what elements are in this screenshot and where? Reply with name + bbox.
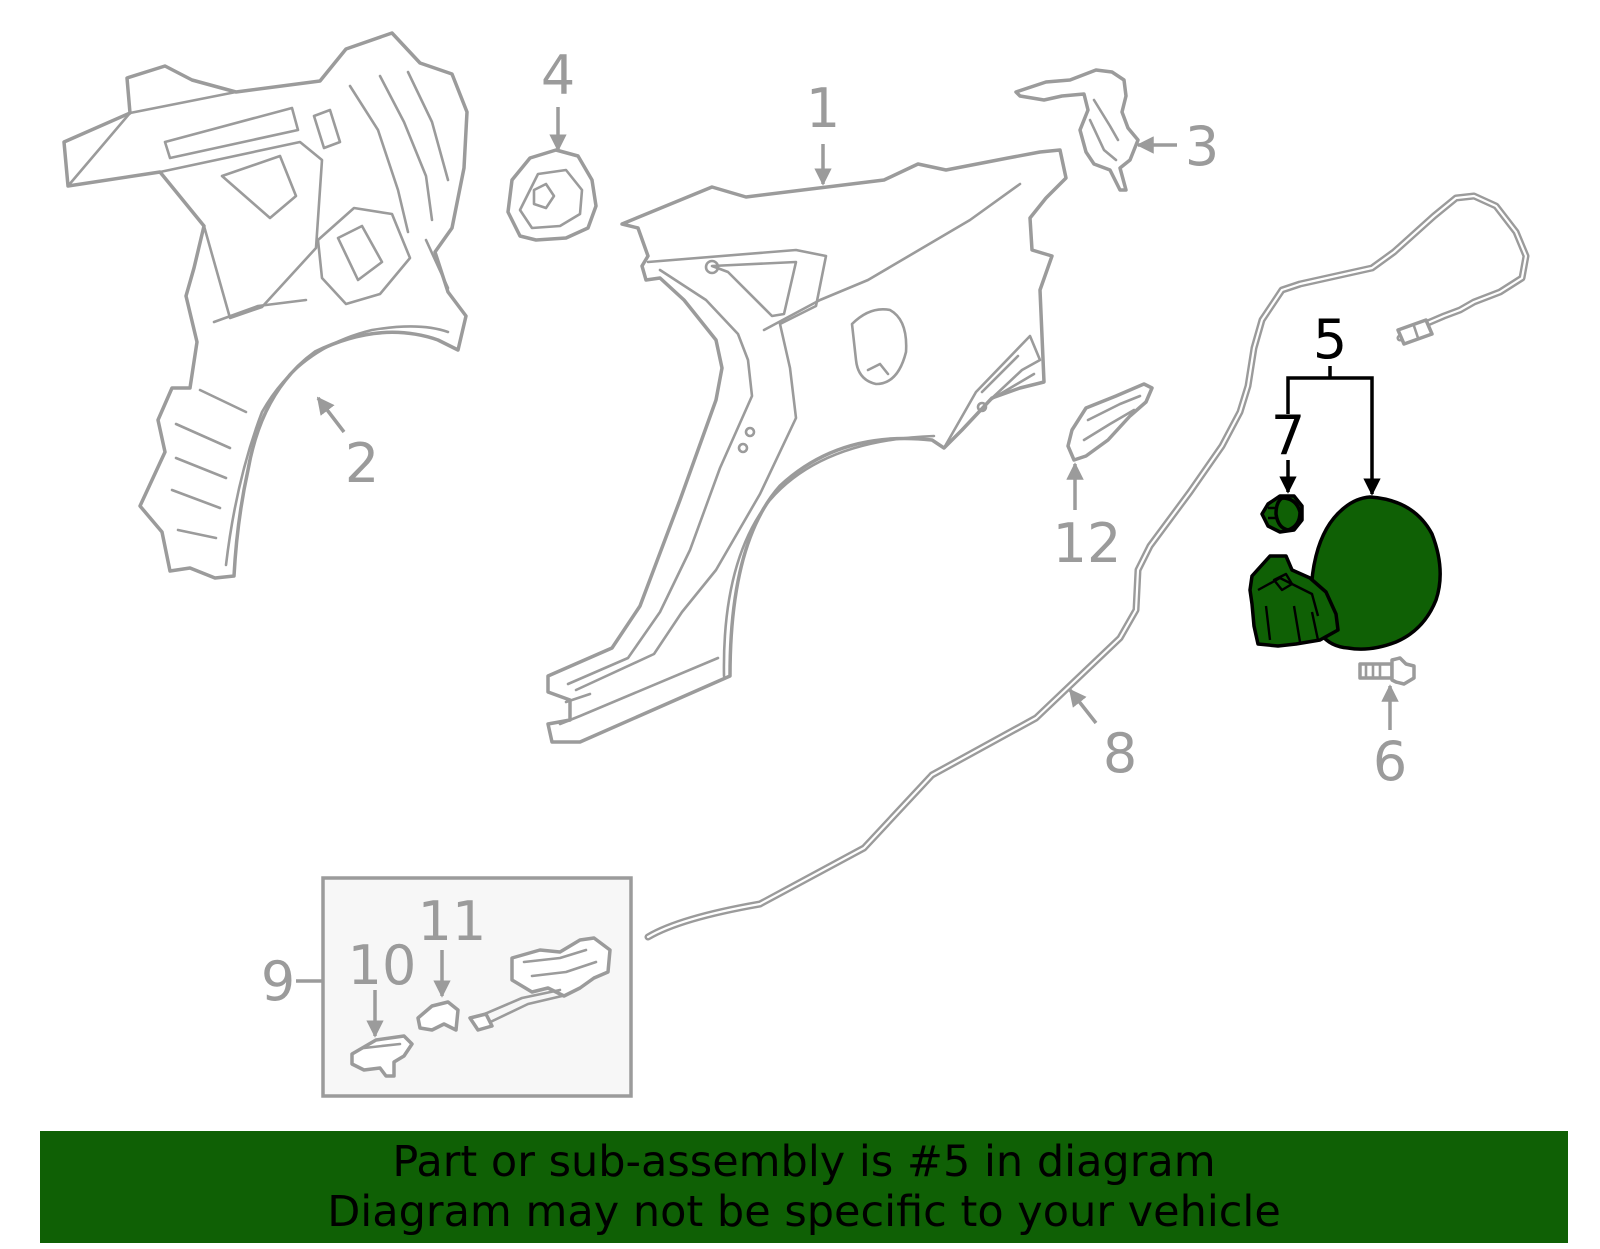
- part-6-bolt[interactable]: [1358, 656, 1416, 686]
- part-3-bracket[interactable]: [1014, 68, 1140, 192]
- part-9-subassembly[interactable]: [321, 876, 633, 1098]
- callout-1: 1: [806, 77, 840, 140]
- callout-5: 5: [1313, 308, 1347, 371]
- part-2-inner-panel[interactable]: [62, 31, 469, 580]
- info-banner: Part or sub-assembly is #5 in diagram Di…: [40, 1131, 1568, 1243]
- part-7-clip[interactable]: [1260, 494, 1304, 534]
- callout-4: 4: [541, 44, 575, 107]
- banner-line-2: Diagram may not be specific to your vehi…: [327, 1187, 1281, 1237]
- part-8-release-cable[interactable]: [644, 192, 1530, 941]
- banner-line-1: Part or sub-assembly is #5 in diagram: [392, 1137, 1216, 1187]
- part-5-fuel-door-assembly[interactable]: [1248, 495, 1442, 651]
- callout-3: 3: [1185, 115, 1219, 178]
- part-12-bracket[interactable]: [1066, 382, 1154, 462]
- callout-9: 9: [261, 950, 295, 1013]
- part-1-quarter-panel[interactable]: [546, 148, 1068, 744]
- callout-2: 2: [345, 432, 379, 495]
- callout-11: 11: [418, 890, 487, 953]
- callout-6: 6: [1373, 730, 1407, 793]
- callout-10: 10: [348, 934, 417, 997]
- part-4-filler-housing[interactable]: [506, 148, 598, 242]
- callout-7: 7: [1271, 404, 1305, 467]
- callout-12: 12: [1053, 512, 1122, 575]
- leader-lines: [296, 107, 1399, 1038]
- callout-8: 8: [1103, 722, 1137, 785]
